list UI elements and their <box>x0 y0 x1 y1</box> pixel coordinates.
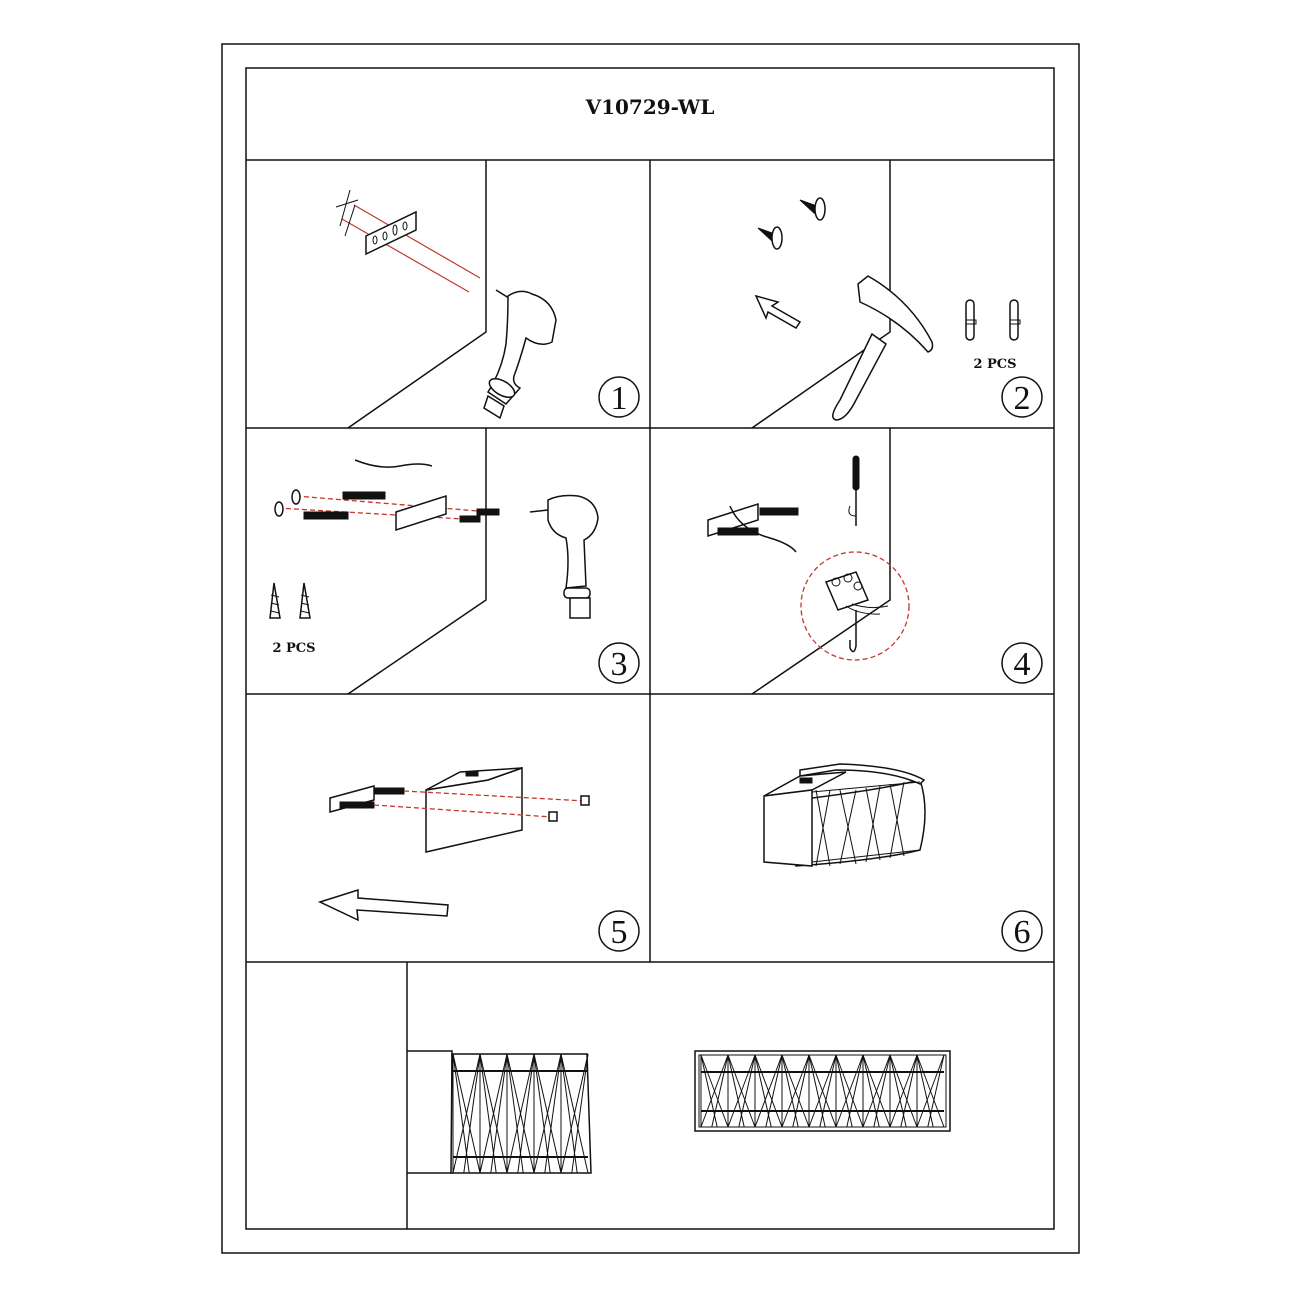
inner-frame <box>245 67 1055 1230</box>
crystal-facet <box>727 1054 756 1128</box>
crystal-facet <box>738 1054 756 1128</box>
crystal-facet <box>889 1054 918 1128</box>
crystal-facet <box>792 1054 810 1128</box>
step-number: 5 <box>611 914 628 951</box>
crystal-facet <box>819 1054 837 1128</box>
detail-callout <box>800 551 910 661</box>
step-number: 2 <box>1014 380 1031 417</box>
crystal-facet <box>544 1053 562 1174</box>
mounting-bracket <box>395 494 447 532</box>
guide-line <box>277 507 481 521</box>
wall-anchor-icon <box>965 299 977 341</box>
crystal-facet <box>506 1053 535 1174</box>
screwdriver-icon <box>848 455 860 526</box>
step-6-panel: 6 <box>763 763 1043 952</box>
step-number-badge <box>1001 910 1043 952</box>
bolt-icon <box>476 508 500 516</box>
crystal-facet <box>873 1054 891 1128</box>
nut-icon <box>580 795 590 806</box>
crystal-facet <box>452 1053 481 1174</box>
screw-icon <box>274 501 284 517</box>
screw-icon <box>269 582 281 619</box>
step-4-panel: 4 <box>707 428 1043 695</box>
arrow-icon <box>754 294 802 329</box>
bolt-icon <box>759 507 799 516</box>
bolt-icon <box>717 527 759 536</box>
step-2-panel: 2 PCS 2 <box>751 160 1043 429</box>
cable-icon <box>729 505 797 553</box>
hook-icon <box>849 610 857 653</box>
step-number-badge <box>1001 376 1043 418</box>
crystal-facet <box>916 1054 945 1128</box>
step-3-panel: 2 PCS 3 <box>269 428 640 695</box>
cable-icon <box>354 459 433 468</box>
mounting-bracket <box>365 210 417 256</box>
arrow-icon <box>317 888 449 922</box>
crystal-facet <box>711 1054 729 1128</box>
bolt-icon <box>342 491 386 500</box>
crystal-facet <box>900 1054 918 1128</box>
crystal-facet <box>808 1054 837 1128</box>
guide-line <box>353 204 481 279</box>
crystal-facet <box>533 1053 562 1174</box>
crystal-facet <box>765 1054 783 1128</box>
hammer-icon <box>832 275 934 421</box>
drill-icon <box>483 289 557 420</box>
wall-corner <box>751 160 891 429</box>
bolt-icon <box>303 511 349 520</box>
bolt-icon <box>373 787 405 795</box>
step-number: 4 <box>1014 646 1031 683</box>
crystal-facet <box>781 1054 810 1128</box>
bolt-icon <box>459 515 481 523</box>
crystal-facet <box>927 1054 945 1128</box>
bolt-icon <box>339 801 375 809</box>
guide-line <box>403 790 587 802</box>
crystal-facet <box>862 1054 891 1128</box>
step-number-badge <box>598 376 640 418</box>
model-title: V10729-WL <box>585 95 715 119</box>
step-number: 6 <box>1014 914 1031 951</box>
side-view-illustration <box>407 1050 592 1174</box>
crystal-facet <box>490 1053 508 1174</box>
outer-frame <box>221 43 1080 1254</box>
fixture-base-box <box>425 767 523 853</box>
step-number: 1 <box>611 380 628 417</box>
step-number-badge <box>598 910 640 952</box>
guide-line <box>373 804 553 818</box>
crystal-facet <box>754 1054 783 1128</box>
wall-anchor-icon <box>1009 299 1021 341</box>
crystal-facet <box>846 1054 864 1128</box>
step-number-badge <box>598 642 640 684</box>
crystal-facet <box>571 1053 589 1174</box>
crystal-facet <box>560 1053 589 1174</box>
assembled-fixture-illustration <box>763 763 926 867</box>
step-number-badge <box>1001 642 1043 684</box>
screw-icon <box>299 582 311 619</box>
crystal-facet <box>479 1053 508 1174</box>
crystal-facet <box>700 1054 729 1128</box>
nut-icon <box>548 811 558 822</box>
front-view-illustration <box>694 1050 951 1132</box>
crystal-facet <box>463 1053 481 1174</box>
quantity-label: 2 PCS <box>973 357 1016 372</box>
screw-icon <box>799 197 826 221</box>
screw-icon <box>757 226 783 250</box>
wall-corner <box>751 428 891 695</box>
wall-corner <box>347 428 487 695</box>
step-number: 3 <box>611 646 628 683</box>
drill-icon <box>529 494 599 619</box>
guide-line <box>341 218 470 293</box>
step-1-panel: 1 <box>335 160 640 429</box>
guide-line <box>295 495 491 513</box>
wall-corner <box>347 160 487 429</box>
terminal-block-icon <box>824 571 889 653</box>
step-5-panel: 5 <box>317 767 640 952</box>
crystal-facet <box>517 1053 535 1174</box>
quantity-label: 2 PCS <box>272 641 315 656</box>
screw-icon <box>291 489 301 505</box>
crystal-facet <box>835 1054 864 1128</box>
